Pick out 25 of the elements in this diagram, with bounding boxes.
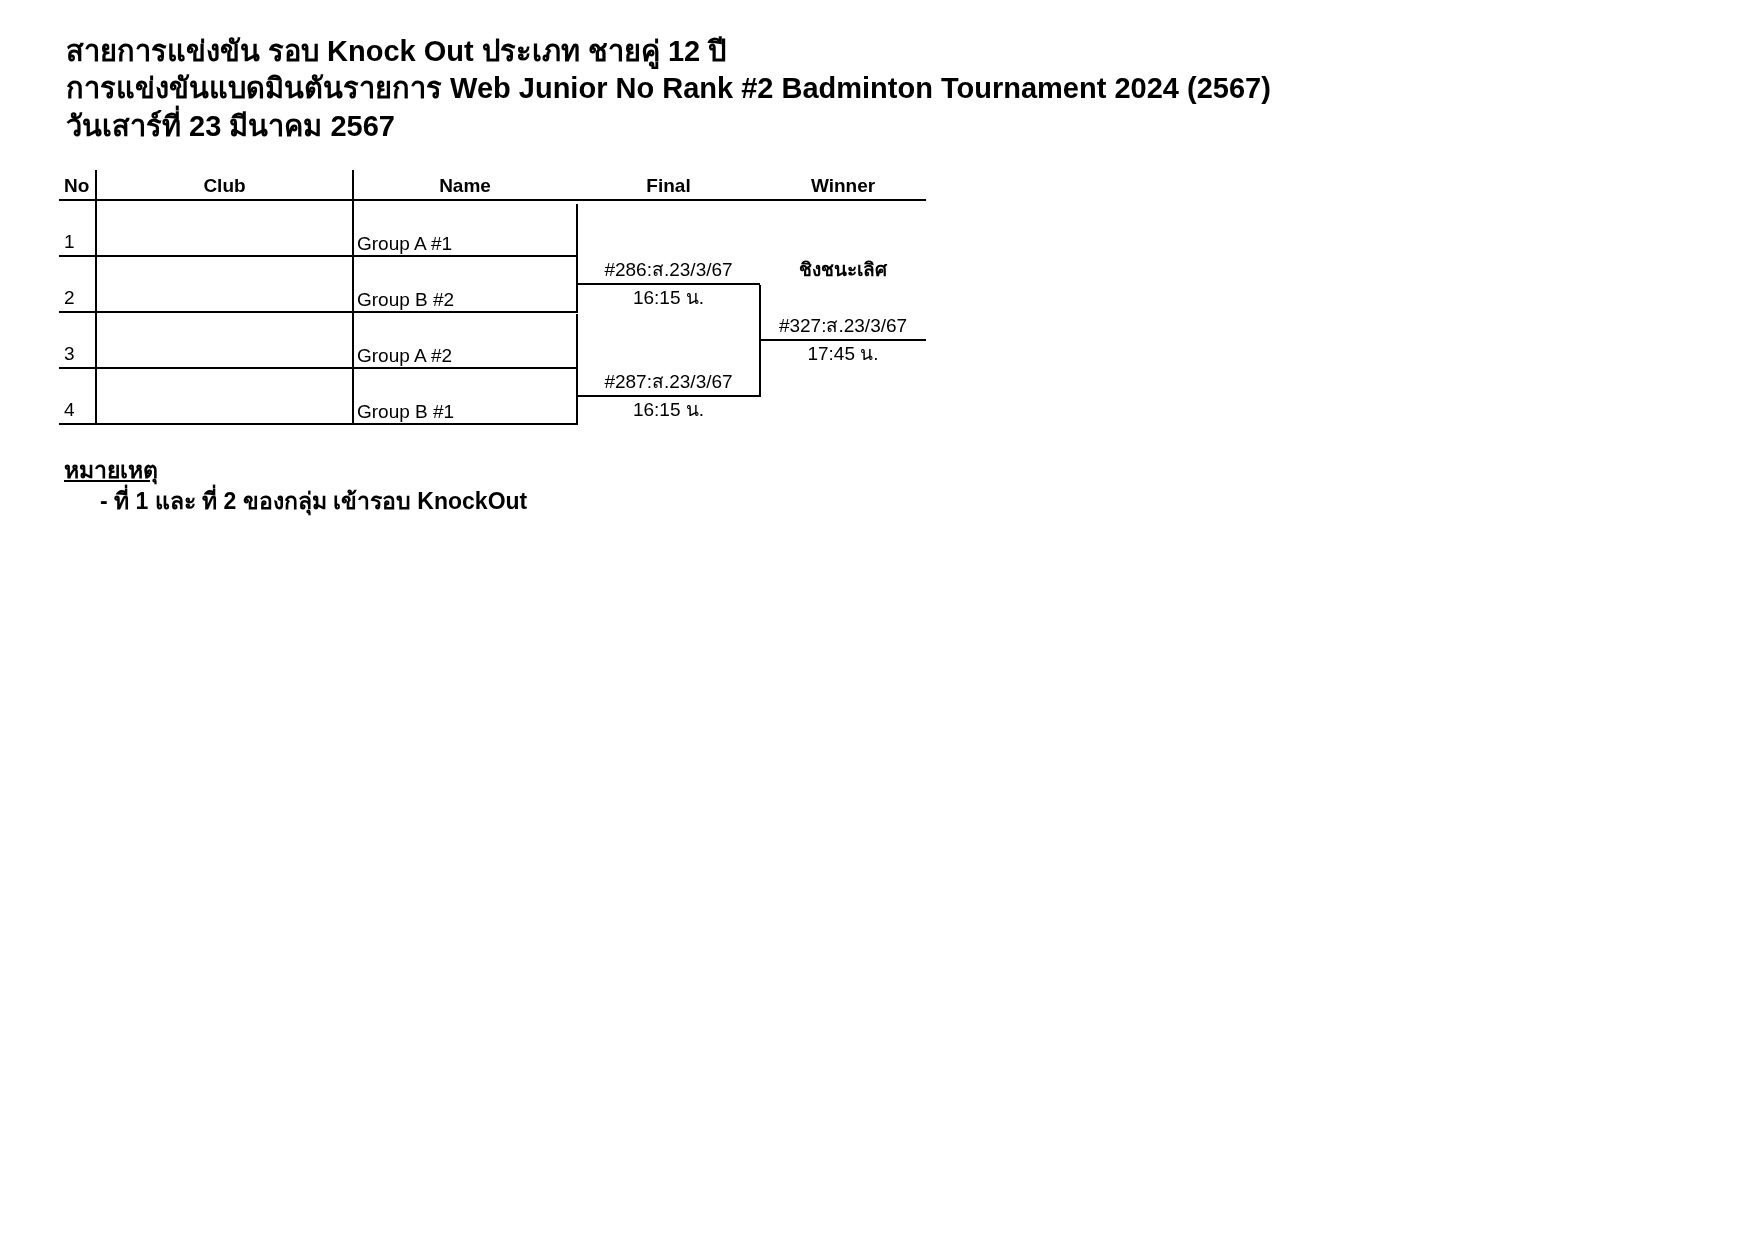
name-cell: Group B #1 bbox=[354, 370, 578, 425]
match-time: 16:15 น. bbox=[631, 287, 706, 310]
column-header: Club bbox=[202, 175, 247, 198]
bracket-line bbox=[759, 339, 761, 398]
column-header: Final bbox=[645, 175, 692, 198]
column-header: Name bbox=[438, 175, 492, 198]
row-number: 1 bbox=[64, 231, 75, 254]
name-cell: Group A #2 bbox=[354, 314, 578, 369]
column-header: Winner bbox=[809, 175, 877, 198]
row-number: 2 bbox=[64, 287, 75, 310]
winner-heading: ชิงชนะเลิศ bbox=[798, 259, 889, 282]
row-number: 3 bbox=[64, 343, 75, 366]
column-header: No bbox=[64, 175, 90, 198]
note-heading: หมายเหตุ bbox=[64, 457, 158, 485]
name-cell: Group B #2 bbox=[354, 258, 578, 313]
title: สายการแข่งขัน รอบ Knock Out ประเภท ชายคู่ 12 ปี bbox=[66, 34, 727, 69]
match-slot: #327:ส.23/3/67 bbox=[760, 312, 926, 341]
match-time: 16:15 น. bbox=[631, 399, 706, 422]
match-time: 17:45 น. bbox=[806, 343, 880, 366]
subtitle: การแข่งขันแบดมินตันรายการ Web Junior No Rank #2 Badminton Tournament 2024 (2567) bbox=[66, 71, 1271, 105]
match-slot: #286:ส.23/3/67 bbox=[577, 256, 760, 285]
row-number: 4 bbox=[64, 399, 75, 422]
match-slot: #287:ส.23/3/67 bbox=[577, 368, 760, 397]
name-cell: Group A #1 bbox=[354, 204, 578, 257]
bracket-line bbox=[759, 284, 761, 341]
